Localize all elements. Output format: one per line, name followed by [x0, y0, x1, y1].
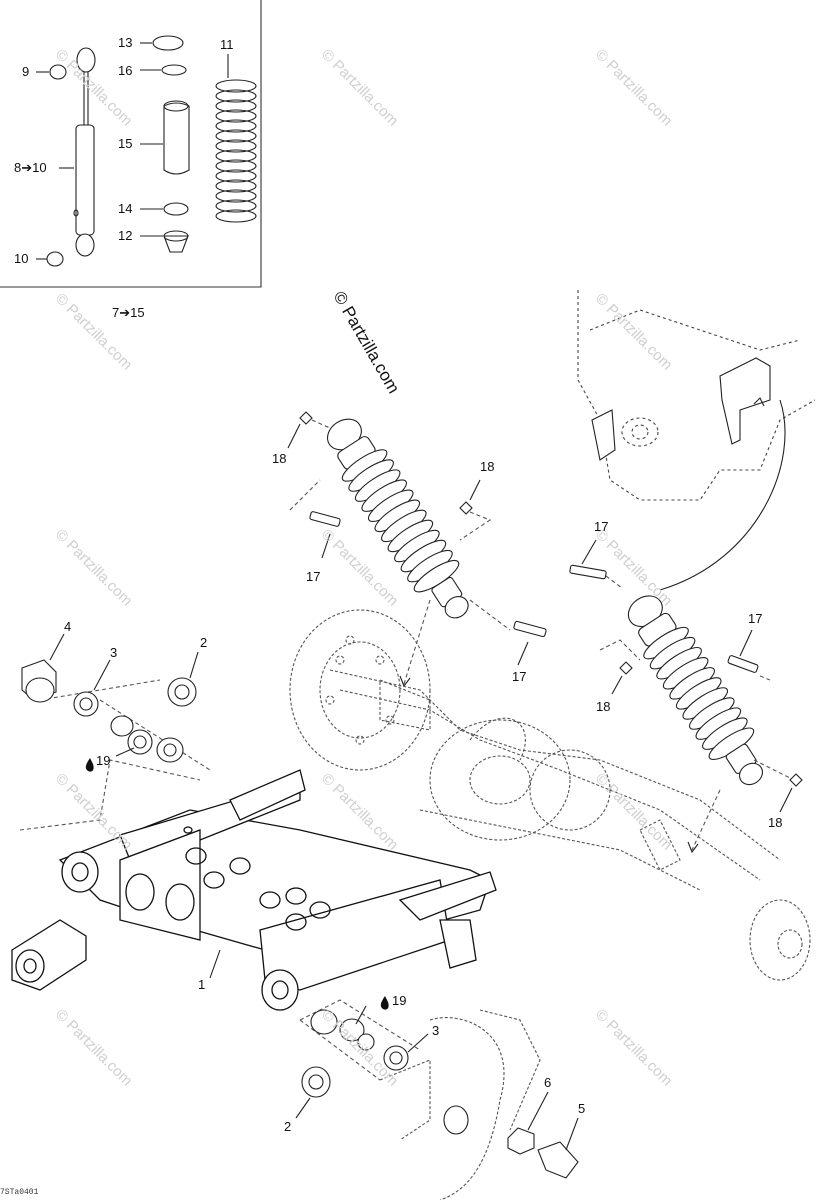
callout-11: 11: [220, 37, 234, 52]
callout-12: 12: [118, 228, 133, 243]
callout-19: 19: [392, 993, 407, 1008]
callout-6: 6: [544, 1075, 552, 1090]
callout-2: 2: [200, 635, 208, 650]
callout-3: 3: [432, 1023, 440, 1038]
pivot-parts-lower: [209, 949, 579, 1179]
callout-17: 17: [594, 519, 609, 534]
oil-drop-icon: [85, 758, 389, 1010]
figure-code: 7STa0401: [0, 1188, 39, 1197]
callout-14: 14: [118, 201, 133, 216]
left-shock-hardware: [287, 411, 547, 688]
callout-17: 17: [512, 669, 527, 684]
callout-8-10: 8➔10: [14, 160, 47, 175]
callout-18: 18: [596, 699, 611, 714]
pivot-parts-upper: [21, 633, 199, 763]
right-shock: [627, 595, 763, 786]
callout-5: 5: [578, 1101, 586, 1116]
inset-parts: [36, 35, 257, 260]
callout-7-15: 7➔15: [112, 305, 145, 320]
callout-10: 10: [14, 251, 29, 266]
callout-1: 1: [198, 977, 206, 992]
inset-spring: [215, 79, 257, 223]
inset-box: [0, 0, 262, 288]
callout-17: 17: [306, 569, 321, 584]
left-shock: [326, 418, 469, 619]
callout-18: 18: [272, 451, 287, 466]
callout-13: 13: [118, 35, 133, 50]
inset-damper: [46, 47, 96, 267]
callout-3: 3: [110, 645, 118, 660]
callout-17: 17: [748, 611, 763, 626]
frame-outline: [289, 609, 811, 1200]
right-shock-hardware: [569, 539, 803, 854]
swing-arm: [11, 769, 497, 1011]
callout-18: 18: [480, 459, 495, 474]
callout-2: 2: [284, 1119, 292, 1134]
assembly-guides: [19, 679, 421, 1081]
callout-15: 15: [118, 136, 133, 151]
callout-18: 18: [768, 815, 783, 830]
upper-right-detail: [577, 290, 816, 501]
callout-4: 4: [64, 619, 72, 634]
callout-19: 19: [96, 753, 111, 768]
upper-right-bracket: [591, 357, 786, 591]
callout-16: 16: [118, 63, 133, 78]
callout-9: 9: [22, 64, 30, 79]
